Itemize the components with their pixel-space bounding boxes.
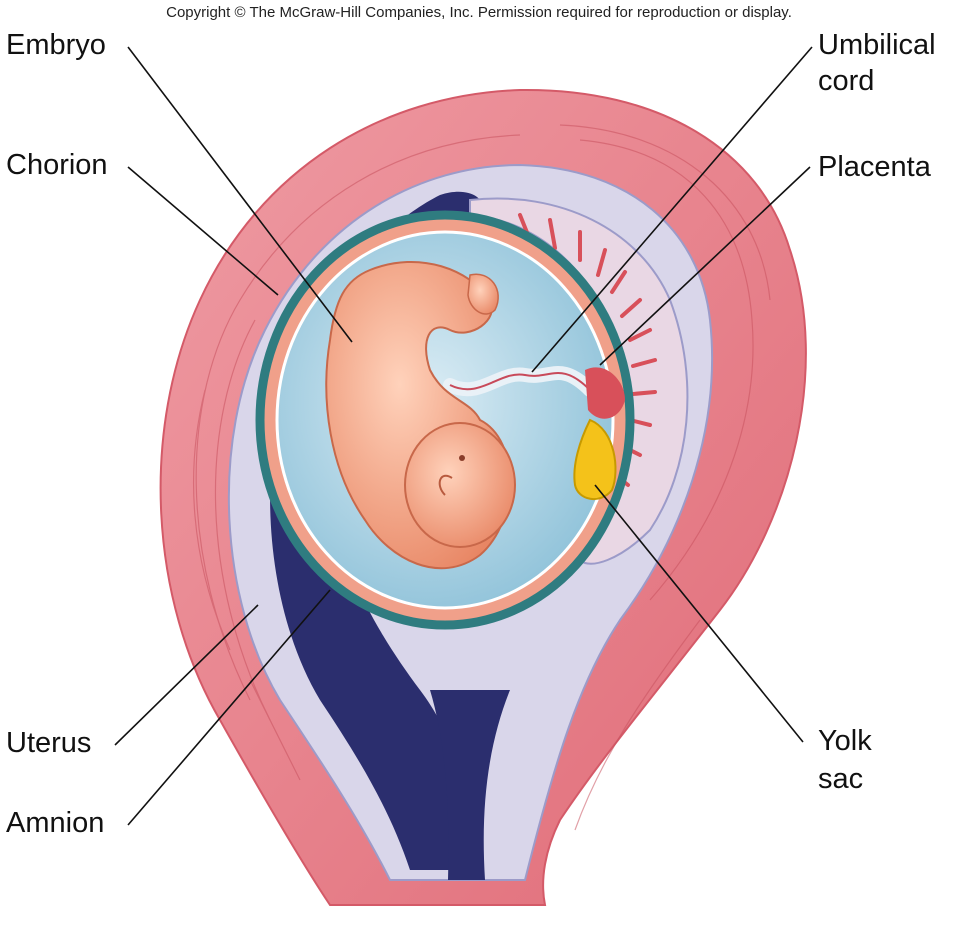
embryo-figure bbox=[325, 261, 516, 570]
copyright-notice: Copyright © The McGraw-Hill Companies, I… bbox=[166, 4, 792, 21]
leader-lines bbox=[114, 46, 813, 826]
label-yolk: Yolk bbox=[818, 725, 872, 757]
label-sac: sac bbox=[818, 763, 864, 795]
label-embryo: Embryo bbox=[6, 29, 106, 61]
label-amnion: Amnion bbox=[6, 807, 105, 839]
label-placenta: Placenta bbox=[818, 151, 931, 183]
yolk-sac-shape bbox=[573, 418, 617, 500]
label-cord: cord bbox=[818, 65, 875, 97]
placenta-attachment bbox=[585, 367, 625, 419]
label-umbilical: Umbilical bbox=[818, 29, 936, 61]
cord-vessel bbox=[449, 372, 591, 391]
muscle-fibers bbox=[193, 124, 771, 831]
label-chorion: Chorion bbox=[6, 149, 108, 181]
cervix bbox=[430, 690, 510, 880]
label-uterus: Uterus bbox=[6, 727, 92, 759]
